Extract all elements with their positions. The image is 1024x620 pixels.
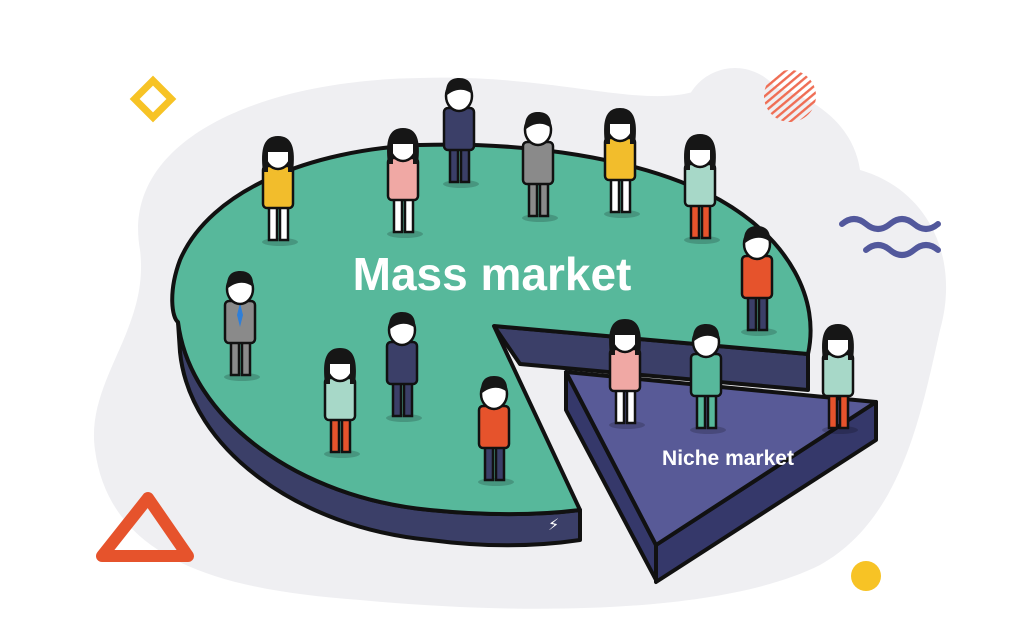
squiggle-shape-lower: [863, 242, 941, 258]
person-hair: [822, 324, 854, 360]
person-hair: [226, 271, 254, 289]
person-body: [603, 136, 637, 182]
people-layer: [223, 78, 858, 486]
person-hair: [609, 319, 641, 355]
person-body: [821, 352, 855, 398]
person-body: [442, 106, 476, 152]
person-figure: [821, 324, 858, 434]
watermark-icon: ⚡: [548, 515, 559, 534]
person-hair: [324, 348, 356, 384]
person-figure: [323, 348, 360, 458]
person-hair: [388, 312, 416, 330]
person-body: [608, 347, 642, 393]
yellow-dot-shape: [851, 561, 881, 591]
person-hair: [684, 134, 716, 170]
person-hair: [480, 376, 508, 394]
person-body: [323, 376, 357, 422]
person-figure: [603, 108, 640, 218]
person-figure: [386, 128, 423, 238]
person-body: [385, 340, 419, 386]
niche-market-label: Niche market: [662, 447, 794, 470]
person-figure: [683, 134, 720, 244]
person-body: [683, 162, 717, 208]
person-body: [689, 352, 723, 398]
person-body: [386, 156, 420, 202]
striped-circle-shape: [764, 70, 816, 122]
person-hair: [262, 136, 294, 172]
niche-market-slice: [564, 370, 878, 584]
person-hair: [604, 108, 636, 144]
person-hair: [387, 128, 419, 164]
person-body: [261, 164, 295, 210]
person-body: [521, 140, 555, 186]
mass-market-label: Mass market: [353, 248, 632, 300]
person-figure: [385, 312, 422, 422]
person-figure: [223, 271, 260, 381]
person-figure: [521, 112, 558, 222]
triangle-outline-shape: [96, 492, 194, 562]
person-figure: [740, 226, 777, 336]
person-hair: [445, 78, 473, 96]
person-hair: [524, 112, 552, 130]
person-figure: [442, 78, 479, 188]
person-body: [477, 404, 511, 450]
yellow-diamond-shape: [129, 75, 177, 123]
person-figure: [608, 319, 645, 429]
person-hair: [692, 324, 720, 342]
person-hair: [743, 226, 771, 244]
person-figure: [261, 136, 298, 246]
person-tie: [237, 303, 243, 327]
person-figure: [477, 376, 514, 486]
person-figure: [689, 324, 726, 434]
person-body: [740, 254, 774, 300]
squiggle-shape: [839, 216, 941, 232]
